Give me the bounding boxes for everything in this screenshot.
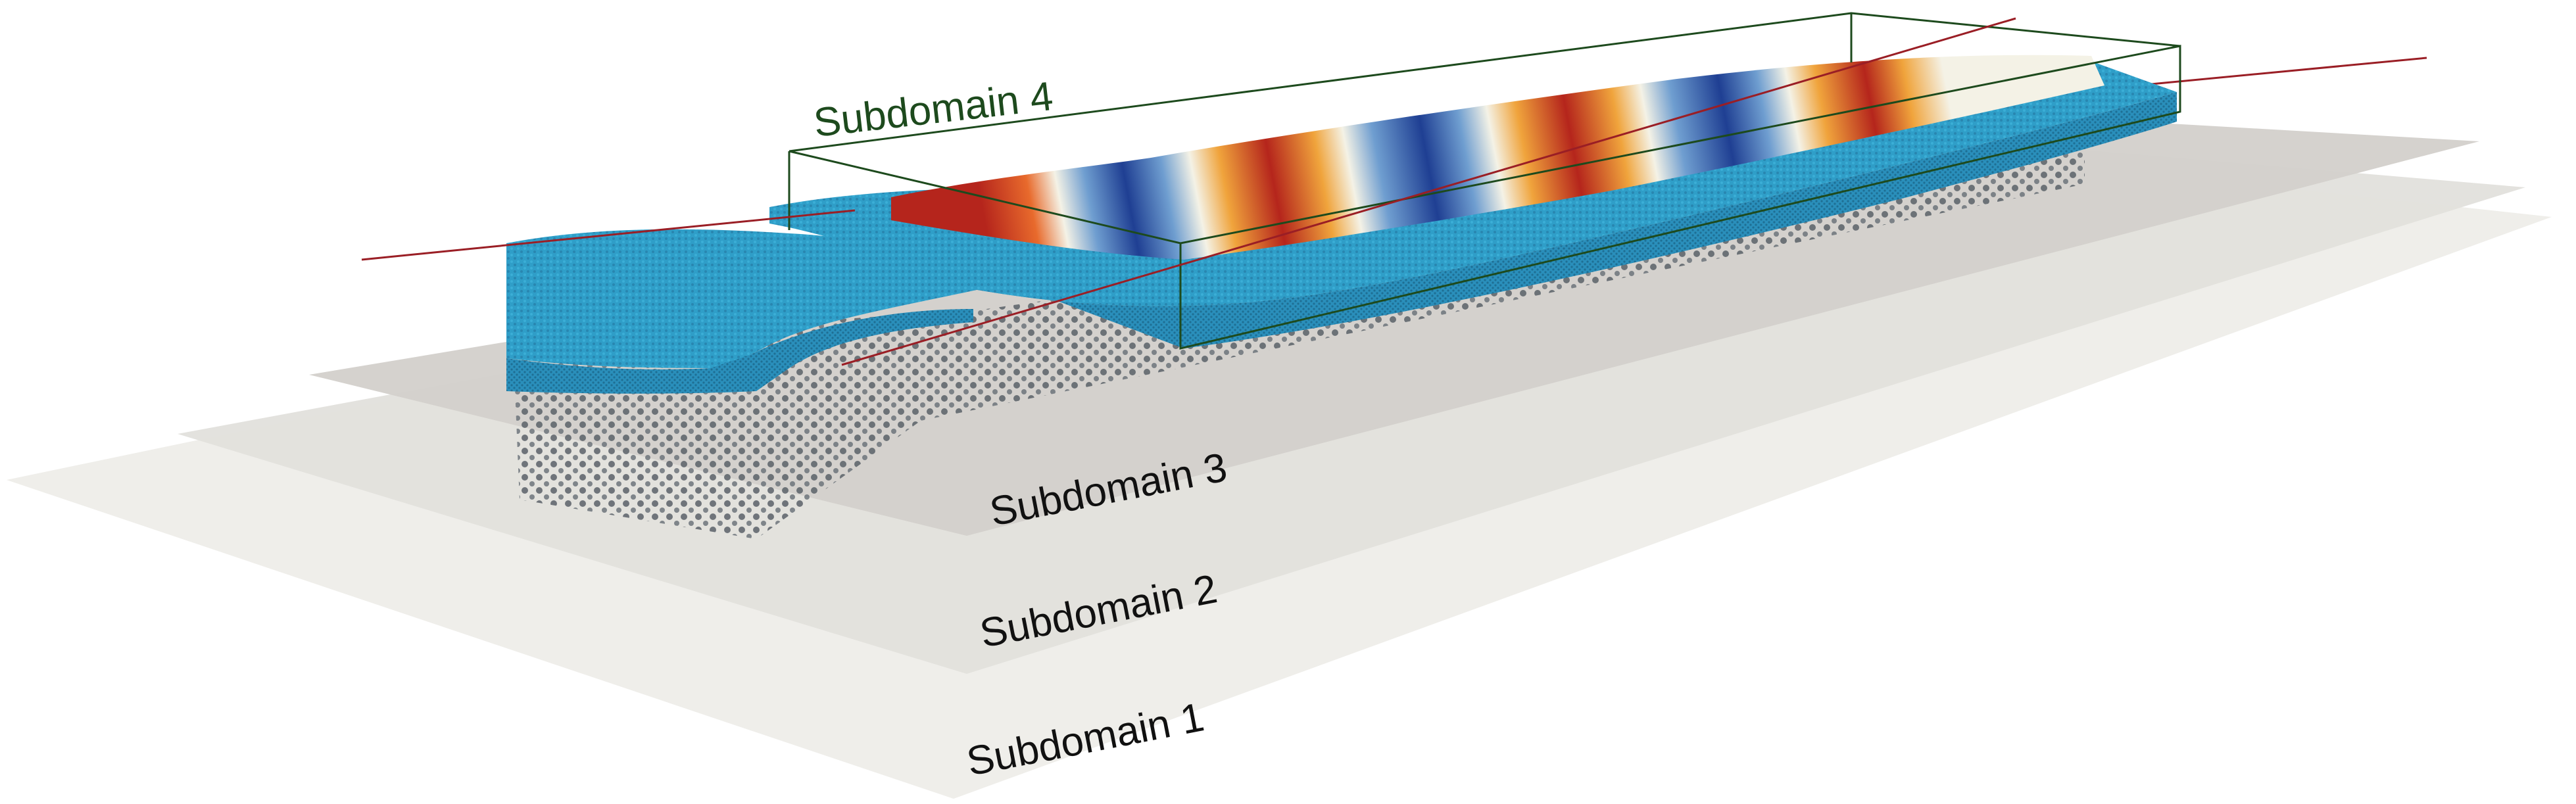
axis-line-left (361, 209, 856, 261)
axis-line-diagonal (841, 17, 2016, 366)
subdomain-4-box-front-edges (789, 45, 2181, 350)
inflow-block-front (506, 243, 973, 394)
subdomain-4-label: Subdomain 4 (812, 74, 1056, 146)
wave-field (891, 55, 2104, 260)
inflow-block-top (506, 229, 980, 368)
